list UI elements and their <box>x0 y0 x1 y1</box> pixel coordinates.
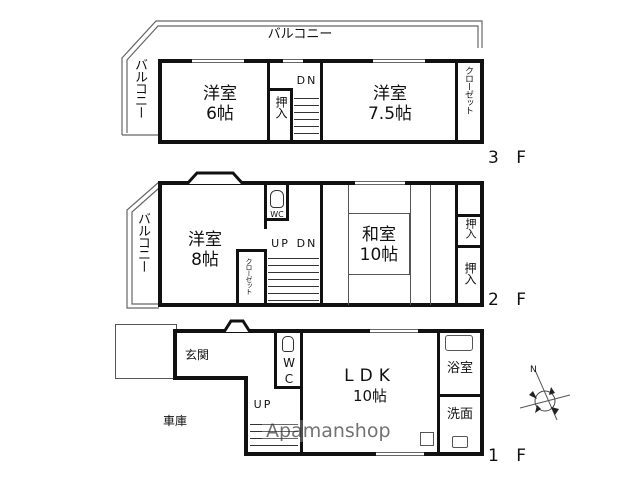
room-name: LDK <box>344 366 396 386</box>
watermark: Apamanshop <box>262 420 395 442</box>
closet-2f: クローゼット <box>245 258 253 294</box>
floor-label-2f: 2 F <box>488 290 532 310</box>
wall <box>264 249 267 307</box>
wall <box>158 181 162 307</box>
room-size: 8帖 <box>191 250 219 270</box>
wall <box>480 329 484 456</box>
porch-outline <box>115 324 177 379</box>
wall <box>158 59 162 144</box>
wall <box>236 249 266 252</box>
bathtub-icon <box>445 335 473 351</box>
room-name: 洋室 <box>203 84 237 104</box>
wall <box>320 181 323 307</box>
stairs-3f <box>294 92 319 139</box>
oshiire-3f: 押入 <box>274 96 288 118</box>
wall <box>455 181 458 307</box>
wall <box>264 218 289 221</box>
washroom: 洗面 <box>446 407 473 422</box>
balcony-2f-outline <box>126 181 160 309</box>
window <box>373 59 425 63</box>
balcony-3f-outline <box>121 20 483 136</box>
window <box>192 59 244 63</box>
stairs-up-1f: UP <box>253 398 273 411</box>
garage: 車庫 <box>162 414 187 428</box>
wall <box>290 88 293 144</box>
toilet-icon <box>282 336 294 352</box>
stove-icon <box>420 432 434 446</box>
tatami-line <box>410 185 411 305</box>
window <box>355 181 405 185</box>
room-size: 10帖 <box>359 245 399 265</box>
wall <box>264 181 267 229</box>
room-size: 6帖 <box>206 104 234 124</box>
balcony-top-3f: バルコニー <box>267 27 333 42</box>
wall <box>480 59 484 144</box>
stairs-dn-3f: DN <box>296 74 318 87</box>
wall <box>455 59 458 144</box>
wall <box>300 329 303 456</box>
entrance: 玄関 <box>184 348 209 362</box>
tatami-line <box>348 213 410 275</box>
wall <box>480 181 484 307</box>
room-size: 10帖 <box>352 387 388 405</box>
wall <box>270 88 292 91</box>
floor-label-3f: 3 F <box>488 148 532 168</box>
oshiire-2f-2: 押入 <box>463 262 477 284</box>
room-name: 洋室 <box>188 230 222 250</box>
wall <box>267 59 270 144</box>
balcony-side-3f: バルコニー <box>132 58 147 118</box>
wall <box>455 214 483 217</box>
compass-icon <box>519 369 571 421</box>
window <box>283 59 303 63</box>
wall <box>173 329 177 379</box>
wall <box>286 181 289 221</box>
wall <box>244 452 484 456</box>
room-name: 洋室 <box>373 84 407 104</box>
floor-label-1f: 1 F <box>488 446 532 466</box>
window <box>370 329 418 333</box>
wall <box>437 394 483 397</box>
wall <box>274 386 302 389</box>
stairs-up-2f: UP <box>271 237 290 250</box>
wall <box>173 329 484 333</box>
wall <box>173 376 248 380</box>
tatami-line <box>430 185 431 305</box>
compass-north-label: N <box>530 365 537 375</box>
oshiire-2f-1: 押入 <box>464 218 477 238</box>
wc-2f: WC <box>270 210 284 219</box>
window <box>376 452 424 456</box>
wall <box>274 329 277 389</box>
room-name: 和室 <box>362 225 396 245</box>
stairs-dn-2f: DN <box>296 237 318 250</box>
bath: 浴室 <box>446 361 473 376</box>
wall <box>236 249 239 307</box>
wall <box>455 245 483 248</box>
stairs-2f <box>268 252 319 302</box>
wall <box>320 59 323 144</box>
wc-1f: WC <box>282 356 296 388</box>
room-size: 7.5帖 <box>367 104 413 124</box>
sink-icon <box>452 436 468 448</box>
bay-window <box>185 171 245 186</box>
wall <box>437 329 440 456</box>
balcony-side-2f: バルコニー <box>135 212 150 272</box>
bay-window <box>222 319 252 333</box>
stairs-1f <box>250 418 298 451</box>
wall <box>244 376 248 456</box>
toilet-icon <box>270 190 284 208</box>
closet-3f: クローゼット <box>463 66 473 114</box>
